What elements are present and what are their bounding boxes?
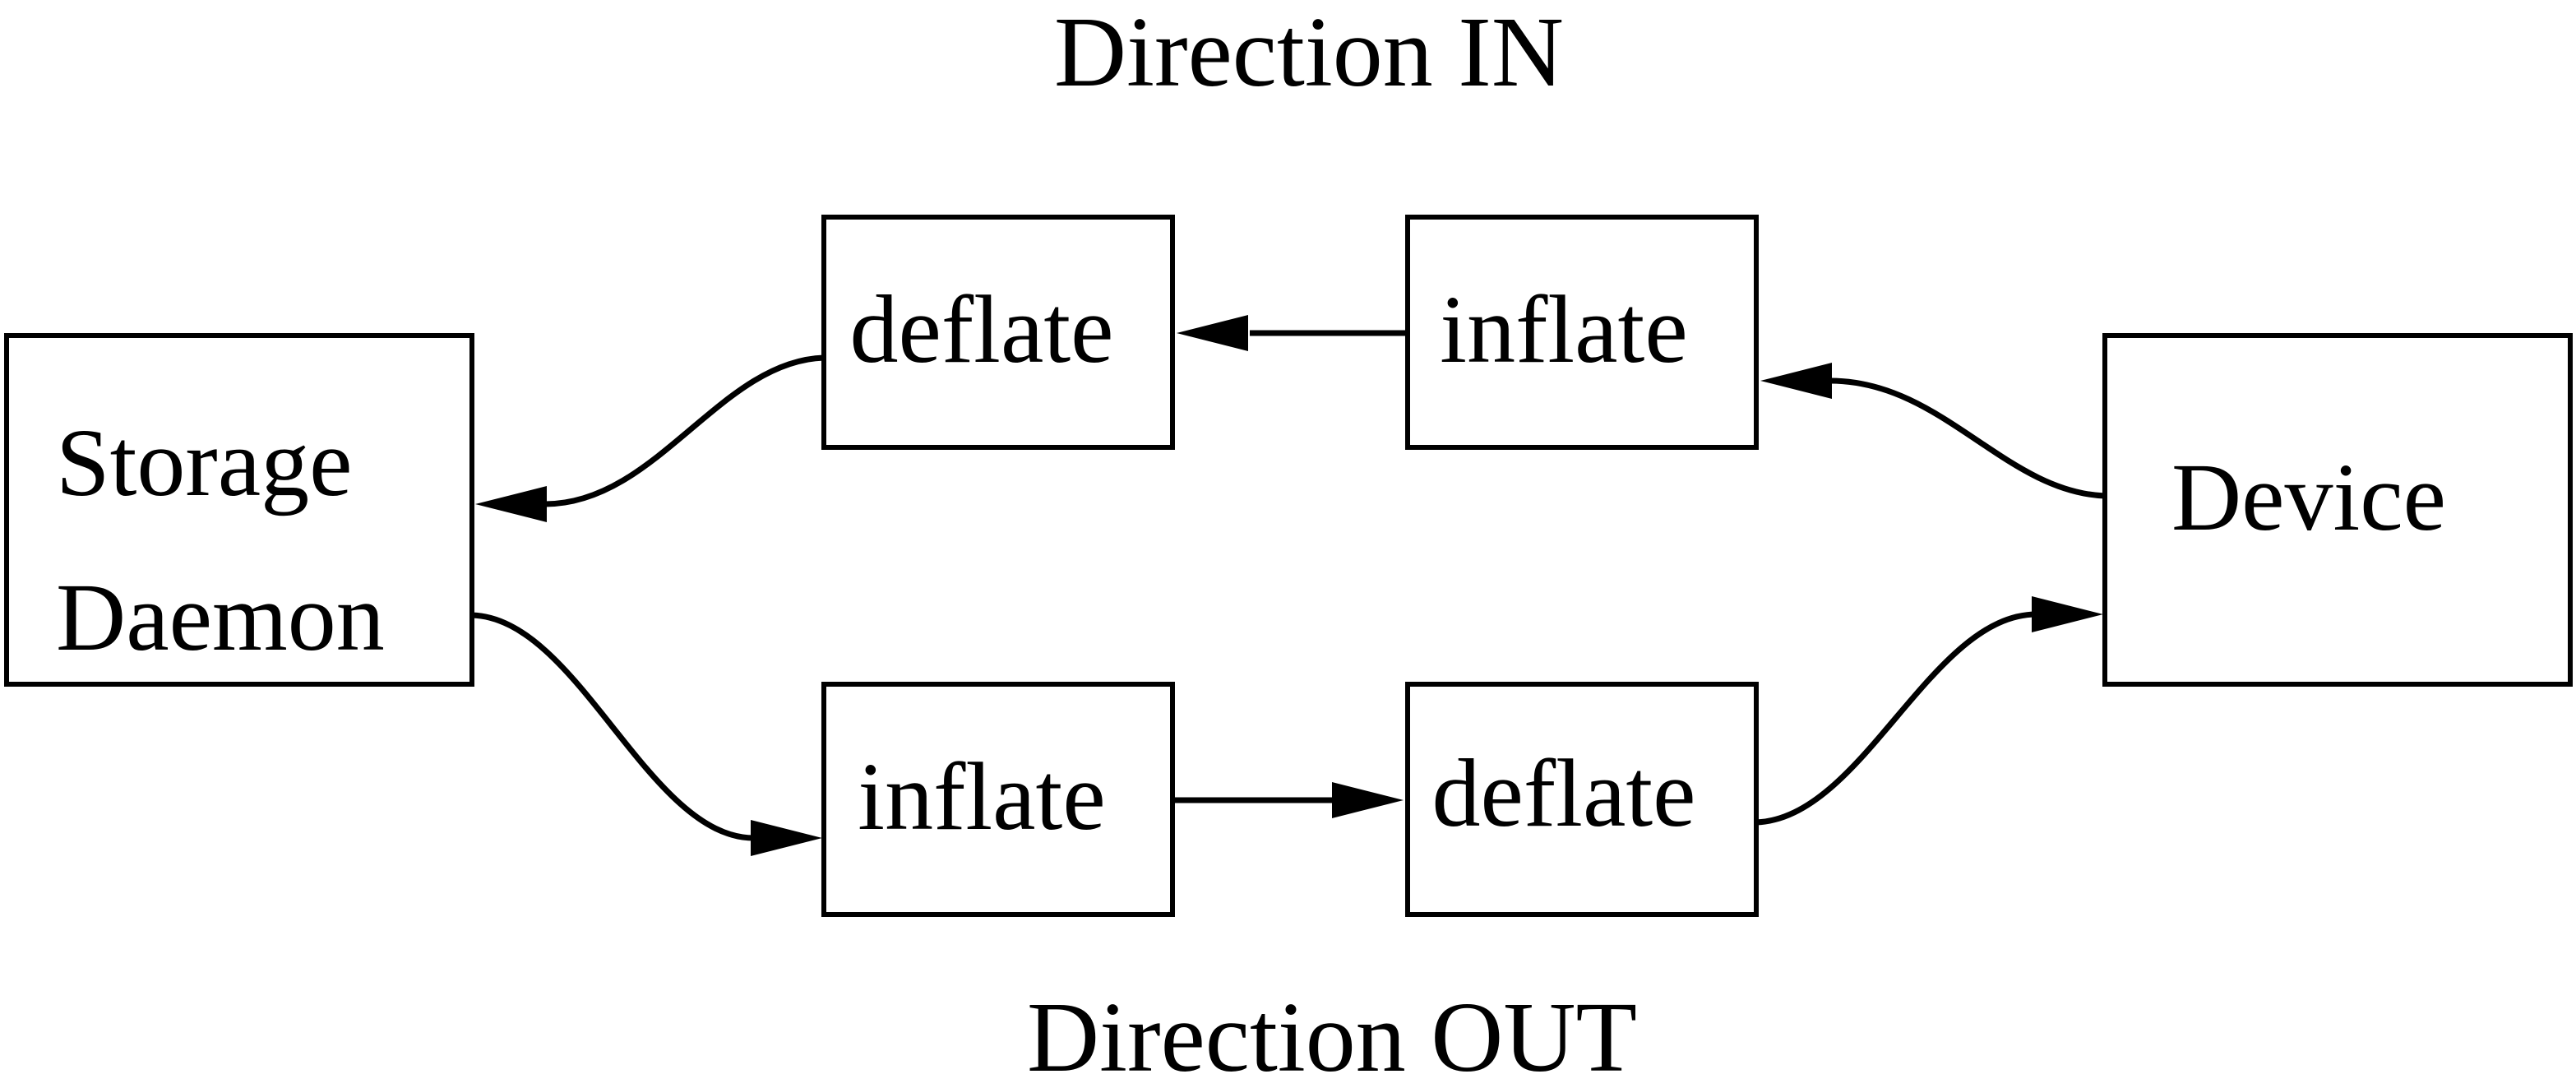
inflate-out-label: inflate	[858, 743, 1105, 850]
arrowhead	[1332, 782, 1404, 818]
inflate-in-box	[1405, 215, 1759, 450]
arrow-device-to-inflate-in	[1760, 363, 2106, 499]
direction-in-title: Direction IN	[1054, 0, 1564, 108]
arrow-inflate-out-to-deflate-out	[1172, 782, 1404, 818]
deflate-in-box	[821, 215, 1175, 450]
arrowhead	[751, 820, 822, 856]
arrow-inflate-in-to-deflate-in	[1177, 315, 1408, 351]
arrow-shaft	[471, 612, 755, 841]
arrow-shaft	[1755, 611, 2037, 826]
node-inflate-in: inflate	[1405, 215, 1759, 450]
arrow-deflate-out-to-device	[1755, 596, 2103, 826]
arrow-shaft	[544, 354, 825, 507]
deflate-out-label: deflate	[1432, 739, 1696, 847]
arrow-storage-daemon-to-inflate-out	[471, 612, 822, 856]
deflate-out-box	[1405, 682, 1759, 917]
deflate-in-label: deflate	[850, 275, 1114, 383]
device-box	[2102, 333, 2573, 687]
arrowhead	[1760, 363, 1832, 399]
storage-daemon-label-line1: Storage	[56, 409, 352, 516]
device-label: Device	[2171, 443, 2446, 551]
arrowhead	[1177, 315, 1248, 351]
inflate-in-label: inflate	[1440, 275, 1687, 383]
inflate-out-box	[821, 682, 1175, 917]
direction-out-title: Direction OUT	[1027, 982, 1637, 1088]
node-deflate-in: deflate	[821, 215, 1175, 450]
arrowhead	[2032, 596, 2103, 632]
storage-daemon-label-line2: Daemon	[56, 563, 385, 671]
arrowhead	[475, 486, 547, 522]
node-storage-daemon: Storage Daemon	[4, 333, 474, 687]
arrow-shaft	[1829, 377, 2106, 499]
node-inflate-out: inflate	[821, 682, 1175, 917]
node-device: Device	[2102, 333, 2573, 687]
storage-daemon-box	[4, 333, 474, 687]
node-deflate-out: deflate	[1405, 682, 1759, 917]
arrow-deflate-in-to-storage-daemon	[475, 354, 825, 522]
